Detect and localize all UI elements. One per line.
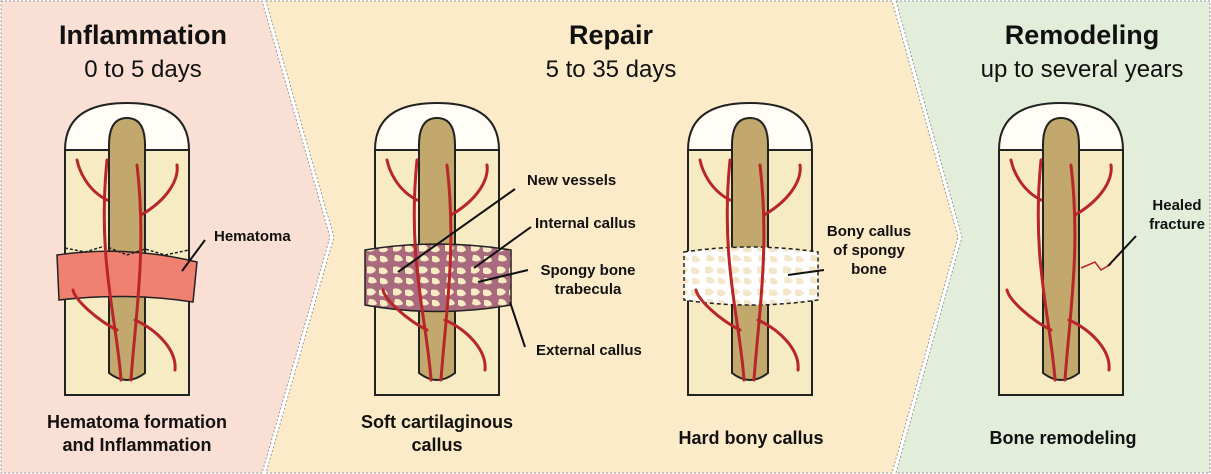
caption-hematoma-formation: Hematoma formation and Inflammation <box>47 411 227 457</box>
bone-hard-callus <box>684 103 818 395</box>
stage-title-remodeling: Remodeling <box>1005 20 1160 51</box>
label-external-callus: External callus <box>536 341 642 360</box>
caption-bone-remodeling: Bone remodeling <box>989 427 1136 450</box>
bone-soft-callus <box>365 103 511 395</box>
bone-remodeled <box>999 103 1123 395</box>
stage-title-repair: Repair <box>569 20 653 51</box>
label-new-vessels: New vessels <box>527 171 616 190</box>
stage-subtitle-inflammation: 0 to 5 days <box>84 56 201 84</box>
label-healed-fracture: Healed fracture <box>1149 196 1205 234</box>
label-bony-callus: Bony callus of spongy bone <box>827 222 911 279</box>
caption-soft-callus: Soft cartilaginous callus <box>361 411 513 457</box>
stage-subtitle-repair: 5 to 35 days <box>546 56 677 84</box>
stage-title-inflammation: Inflammation <box>59 20 227 51</box>
label-spongy-trabecula: Spongy bone trabecula <box>541 261 636 299</box>
label-hematoma: Hematoma <box>214 227 291 246</box>
caption-hard-callus: Hard bony callus <box>678 427 823 450</box>
bone-inflammation <box>57 103 197 395</box>
stage-subtitle-remodeling: up to several years <box>981 56 1184 84</box>
label-internal-callus: Internal callus <box>535 214 636 233</box>
